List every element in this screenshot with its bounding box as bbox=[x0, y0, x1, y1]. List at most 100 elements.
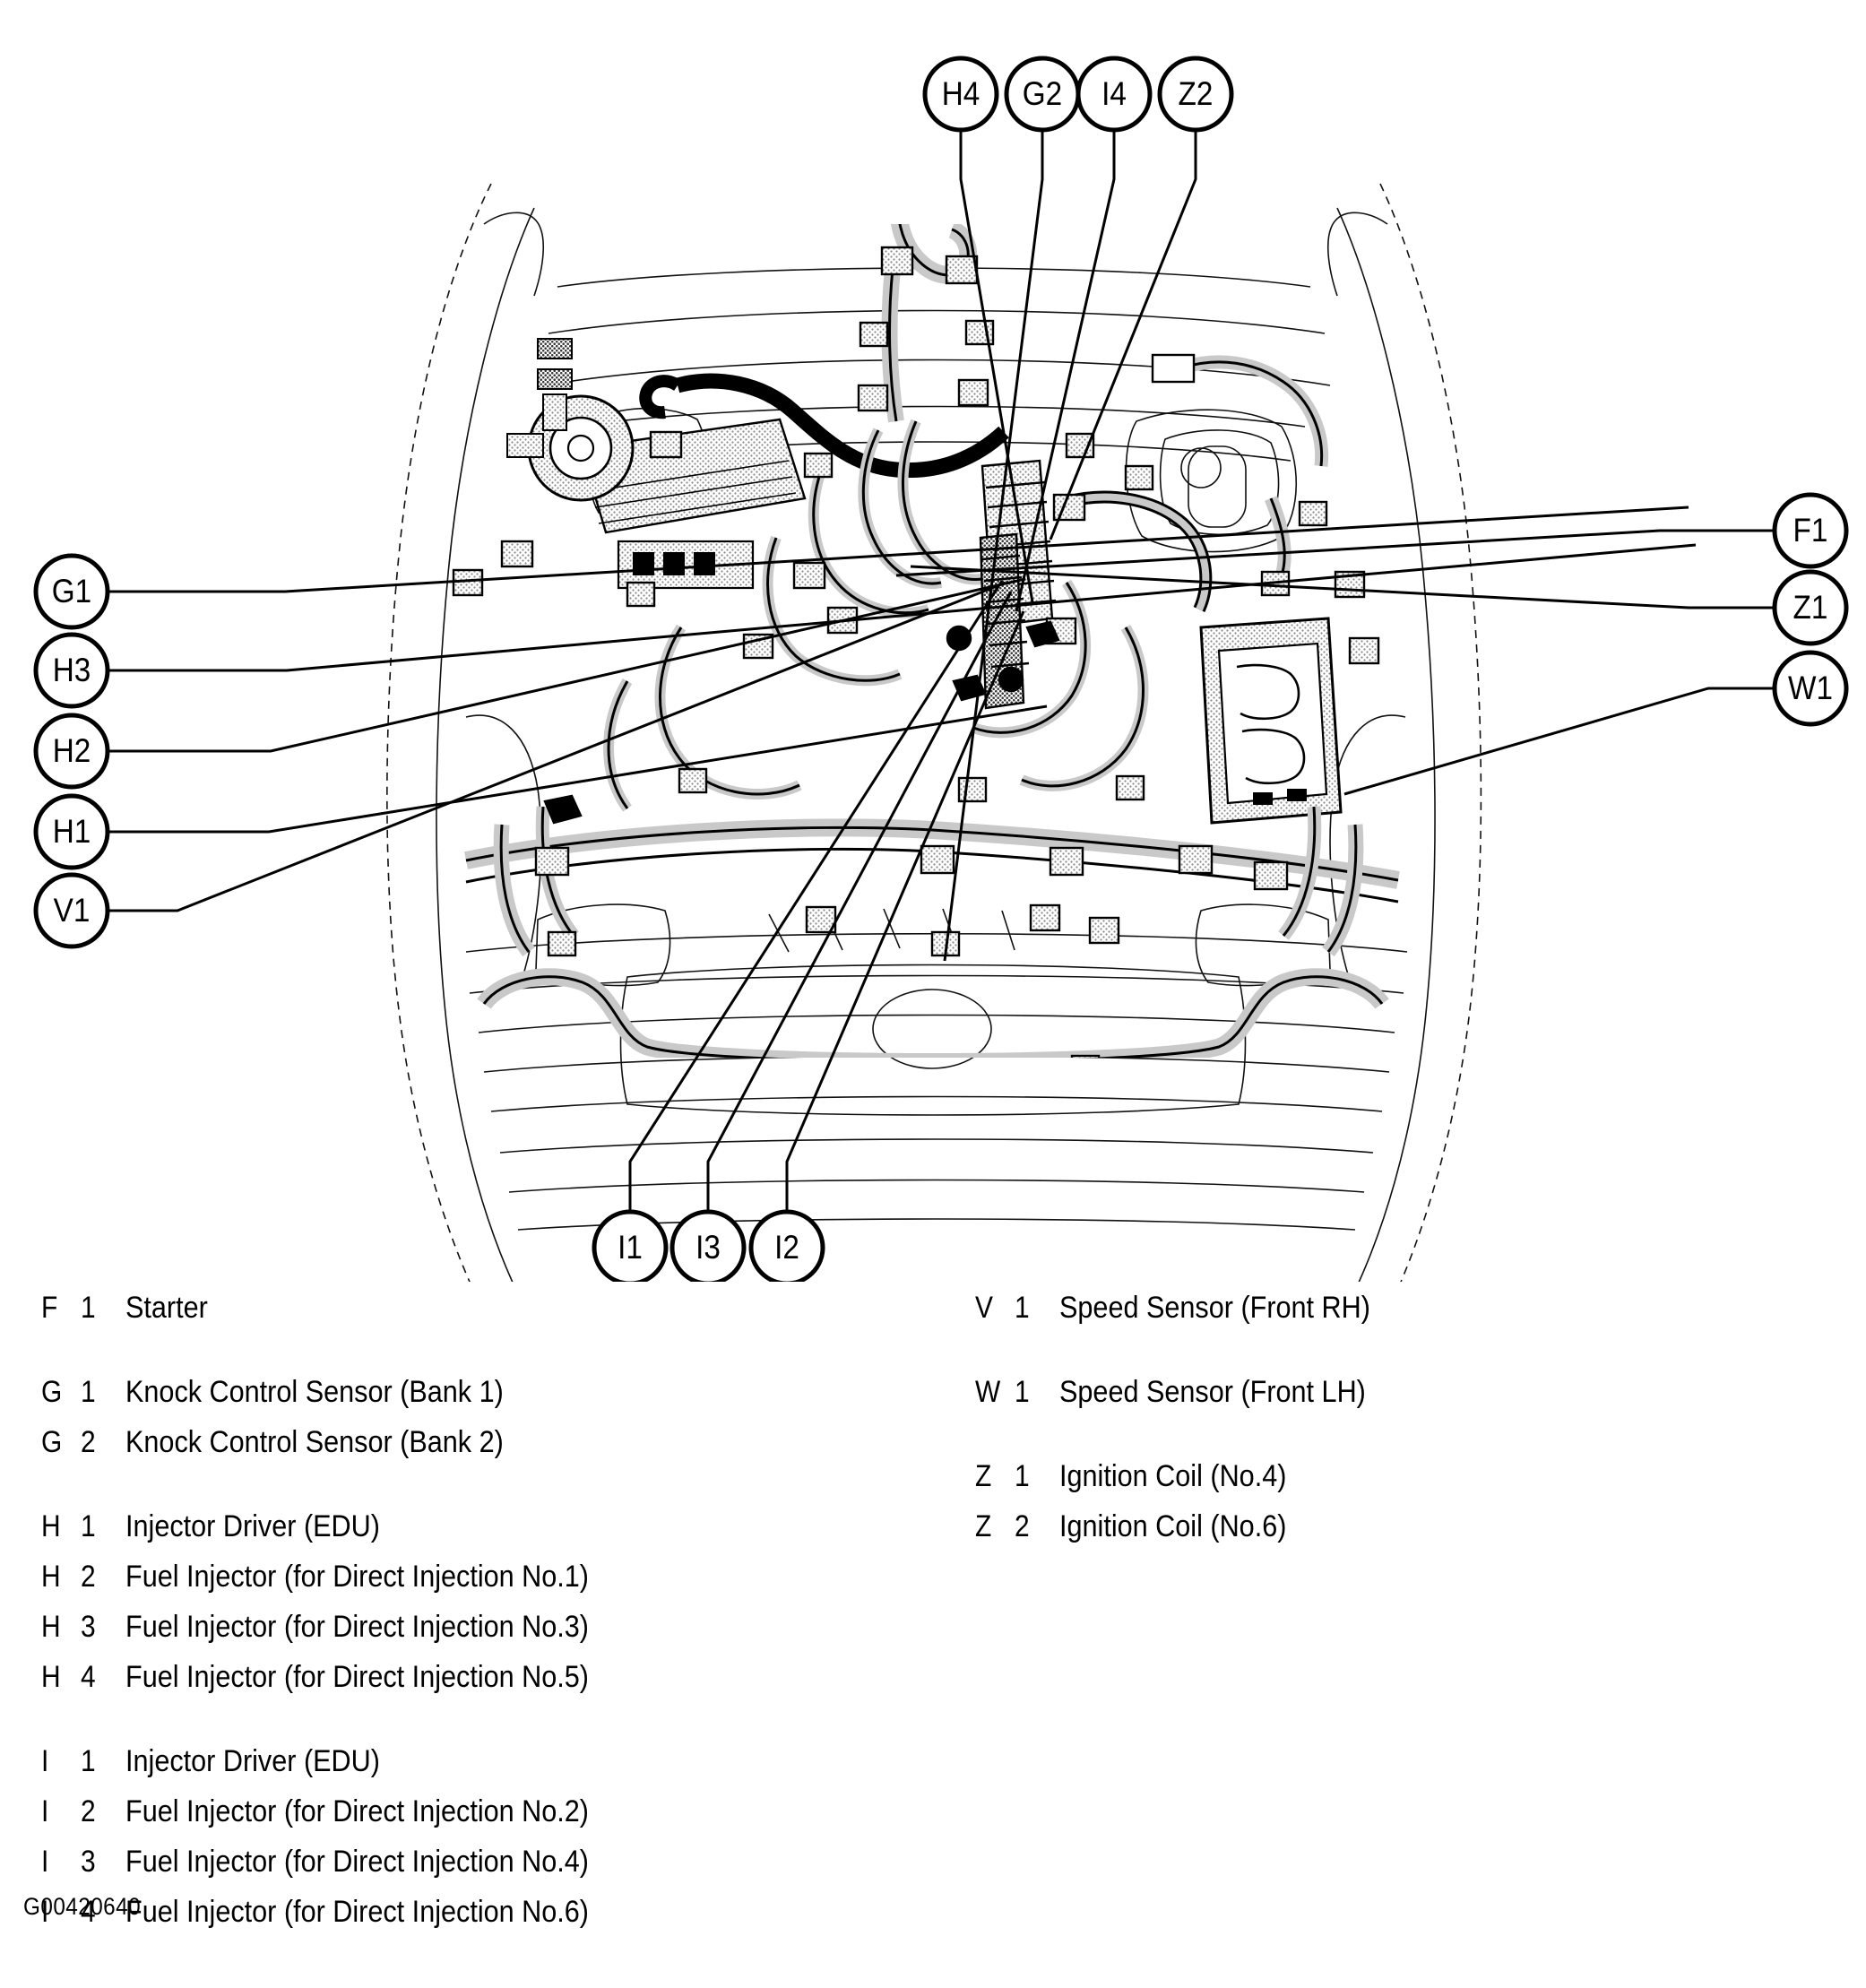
leader-V1 bbox=[108, 581, 1006, 912]
leader-F1 bbox=[895, 529, 1775, 577]
callout-I2-label: I2 bbox=[774, 1230, 799, 1266]
callout-H2[interactable]: H2 bbox=[33, 713, 110, 790]
leader-W1 bbox=[1343, 687, 1775, 796]
legend-letter: G bbox=[41, 1425, 63, 1459]
callout-I2[interactable]: I2 bbox=[748, 1209, 825, 1282]
callout-H3[interactable]: H3 bbox=[33, 632, 110, 709]
legend-letter: H bbox=[41, 1610, 61, 1644]
legend-description: Ignition Coil (No.4) bbox=[1059, 1459, 1287, 1493]
callout-H4[interactable]: H4 bbox=[922, 56, 999, 133]
callout-W1[interactable]: W1 bbox=[1772, 650, 1849, 727]
junction-box-right bbox=[1199, 617, 1343, 825]
leader-Z2 bbox=[1049, 131, 1197, 540]
legend-letter: W bbox=[975, 1375, 1001, 1409]
legend-number: 2 bbox=[81, 1425, 96, 1459]
legend-description: Fuel Injector (for Direct Injection No.4… bbox=[125, 1845, 589, 1879]
legend-row: I 4 Fuel Injector (for Direct Injection … bbox=[41, 1895, 937, 1945]
callout-H1[interactable]: H1 bbox=[33, 793, 110, 870]
leader-G2 bbox=[943, 131, 1044, 962]
leader-I2 bbox=[785, 610, 1025, 1211]
engine-compartment-illustration: H4 G2 I4 Z2 G1 H3 bbox=[33, 56, 1849, 1282]
legend-description: Injector Driver (EDU) bbox=[125, 1744, 380, 1778]
legend-group-W: W 1 Speed Sensor (Front LH) bbox=[975, 1375, 1836, 1425]
callout-Z1[interactable]: Z1 bbox=[1772, 569, 1849, 646]
leader-I4 bbox=[1015, 131, 1116, 612]
leader-H1 bbox=[108, 704, 1048, 834]
legend-number: 1 bbox=[1015, 1375, 1030, 1409]
legend-description: Speed Sensor (Front LH) bbox=[1059, 1375, 1366, 1409]
callout-I4[interactable]: I4 bbox=[1076, 56, 1153, 133]
legend-number: 3 bbox=[81, 1845, 96, 1879]
callout-I4-label: I4 bbox=[1101, 76, 1127, 113]
callout-G2-label: G2 bbox=[1023, 76, 1062, 113]
legend-letter: I bbox=[41, 1895, 49, 1929]
legend-letter: H bbox=[41, 1660, 61, 1694]
legend-row: H 2 Fuel Injector (for Direct Injection … bbox=[41, 1560, 937, 1610]
callout-V1[interactable]: V1 bbox=[33, 872, 110, 949]
callout-leader-lines bbox=[108, 131, 1775, 1211]
callout-bubbles[interactable]: H4 G2 I4 Z2 G1 H3 bbox=[33, 56, 1849, 1282]
legend-description: Fuel Injector (for Direct Injection No.6… bbox=[125, 1895, 589, 1929]
legend-description: Injector Driver (EDU) bbox=[125, 1509, 380, 1543]
callout-I1-label: I1 bbox=[618, 1230, 643, 1266]
legend-number: 2 bbox=[81, 1560, 96, 1594]
legend-row: W 1 Speed Sensor (Front LH) bbox=[975, 1375, 1836, 1425]
leader-G1 bbox=[108, 506, 1689, 593]
callout-H3-label: H3 bbox=[53, 653, 91, 689]
leader-H4 bbox=[959, 131, 1034, 603]
legend-group-Z: Z 1 Ignition Coil (No.4) Z 2 Ignition Co… bbox=[975, 1459, 1836, 1560]
legend-description: Speed Sensor (Front RH) bbox=[1059, 1291, 1370, 1325]
legend-letter: Z bbox=[975, 1509, 992, 1543]
legend-column-right: V 1 Speed Sensor (Front RH) W 1 Speed Se… bbox=[975, 1291, 1836, 1594]
brake-booster bbox=[506, 338, 635, 502]
legend-row: I 1 Injector Driver (EDU) bbox=[41, 1744, 937, 1794]
callout-Z2[interactable]: Z2 bbox=[1157, 56, 1234, 133]
legend-row: V 1 Speed Sensor (Front RH) bbox=[975, 1291, 1836, 1341]
callout-G1[interactable]: G1 bbox=[33, 553, 110, 630]
legend-number: 1 bbox=[81, 1744, 96, 1778]
legend-column-left: F 1 Starter G 1 Knock Control Sensor (Ba… bbox=[41, 1291, 937, 1979]
legend-letter: G bbox=[41, 1375, 63, 1409]
legend-number: 1 bbox=[1015, 1291, 1030, 1325]
legend-row: I 3 Fuel Injector (for Direct Injection … bbox=[41, 1845, 937, 1895]
legend-letter: H bbox=[41, 1560, 61, 1594]
callout-G2[interactable]: G2 bbox=[1004, 56, 1081, 133]
legend-group-G: G 1 Knock Control Sensor (Bank 1) G 2 Kn… bbox=[41, 1375, 937, 1475]
leader-H2 bbox=[108, 577, 1026, 753]
leader-H3 bbox=[108, 543, 1697, 672]
callout-F1[interactable]: F1 bbox=[1772, 492, 1849, 569]
legend-group-V: V 1 Speed Sensor (Front RH) bbox=[975, 1291, 1836, 1341]
leader-I3 bbox=[706, 591, 1013, 1211]
legend-description: Fuel Injector (for Direct Injection No.1… bbox=[125, 1560, 589, 1594]
legend-description: Ignition Coil (No.6) bbox=[1059, 1509, 1287, 1543]
legend-group-I: I 1 Injector Driver (EDU) I 2 Fuel Injec… bbox=[41, 1744, 937, 1945]
legend-number: 1 bbox=[1015, 1459, 1030, 1493]
leader-I1 bbox=[628, 580, 1004, 1211]
document-code: G00420640 bbox=[23, 1893, 142, 1920]
legend-description: Knock Control Sensor (Bank 1) bbox=[125, 1375, 504, 1409]
legend-group-F: F 1 Starter bbox=[41, 1291, 937, 1341]
battery-cable bbox=[639, 373, 1009, 479]
legend-number: 1 bbox=[81, 1509, 96, 1543]
legend-row: H 1 Injector Driver (EDU) bbox=[41, 1509, 937, 1560]
legend-row: F 1 Starter bbox=[41, 1291, 937, 1341]
callout-I1[interactable]: I1 bbox=[592, 1209, 669, 1282]
callout-W1-label: W1 bbox=[1788, 670, 1833, 707]
legend-row: H 4 Fuel Injector (for Direct Injection … bbox=[41, 1660, 937, 1710]
legend-description: Fuel Injector (for Direct Injection No.3… bbox=[125, 1610, 589, 1644]
callout-G1-label: G1 bbox=[52, 574, 91, 610]
legend-row: Z 1 Ignition Coil (No.4) bbox=[975, 1459, 1836, 1509]
legend-description: Starter bbox=[125, 1291, 208, 1325]
callout-V1-label: V1 bbox=[54, 893, 91, 929]
legend-row: G 2 Knock Control Sensor (Bank 2) bbox=[41, 1425, 937, 1475]
legend-row: Z 2 Ignition Coil (No.6) bbox=[975, 1509, 1836, 1560]
callout-Z2-label: Z2 bbox=[1179, 76, 1214, 113]
legend-letter: Z bbox=[975, 1459, 992, 1493]
callout-I3[interactable]: I3 bbox=[670, 1209, 747, 1282]
callout-F1-label: F1 bbox=[1793, 513, 1828, 549]
legend-number: 1 bbox=[81, 1291, 96, 1325]
legend-letter: V bbox=[975, 1291, 993, 1325]
legend-description: Fuel Injector (for Direct Injection No.2… bbox=[125, 1794, 589, 1828]
legend-row: I 2 Fuel Injector (for Direct Injection … bbox=[41, 1794, 937, 1845]
